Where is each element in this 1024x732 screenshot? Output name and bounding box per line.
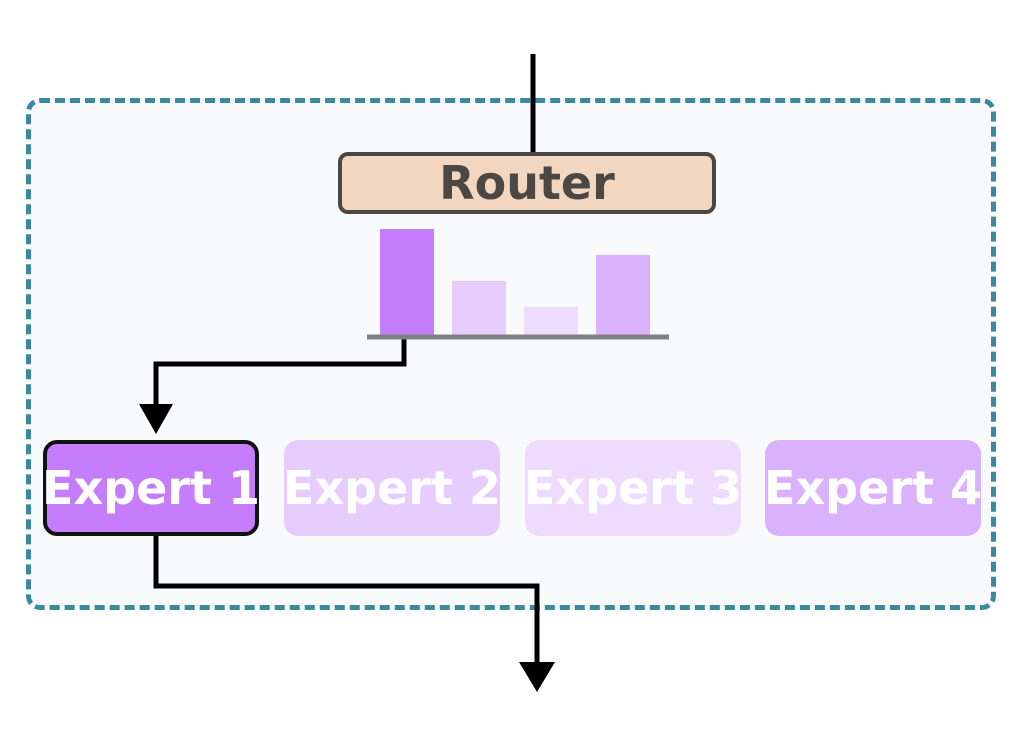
output-arrowhead	[519, 662, 555, 692]
expert-2-box: Expert 2	[283, 440, 501, 536]
expert-4-box: Expert 4	[764, 440, 982, 536]
gate-bar-expert-2	[452, 280, 506, 337]
router-box: Router	[338, 152, 716, 214]
expert-1-box: Expert 1	[42, 440, 260, 536]
expert-3-box: Expert 3	[524, 440, 742, 536]
route-to-expert-1-line	[153, 337, 407, 410]
gate-bar-expert-3	[524, 306, 578, 337]
output-line	[153, 536, 540, 668]
route-arrowhead	[139, 404, 173, 434]
gate-bar-expert-1	[380, 229, 434, 337]
gate-score-chart	[380, 229, 650, 337]
gate-bar-expert-4	[596, 254, 650, 337]
